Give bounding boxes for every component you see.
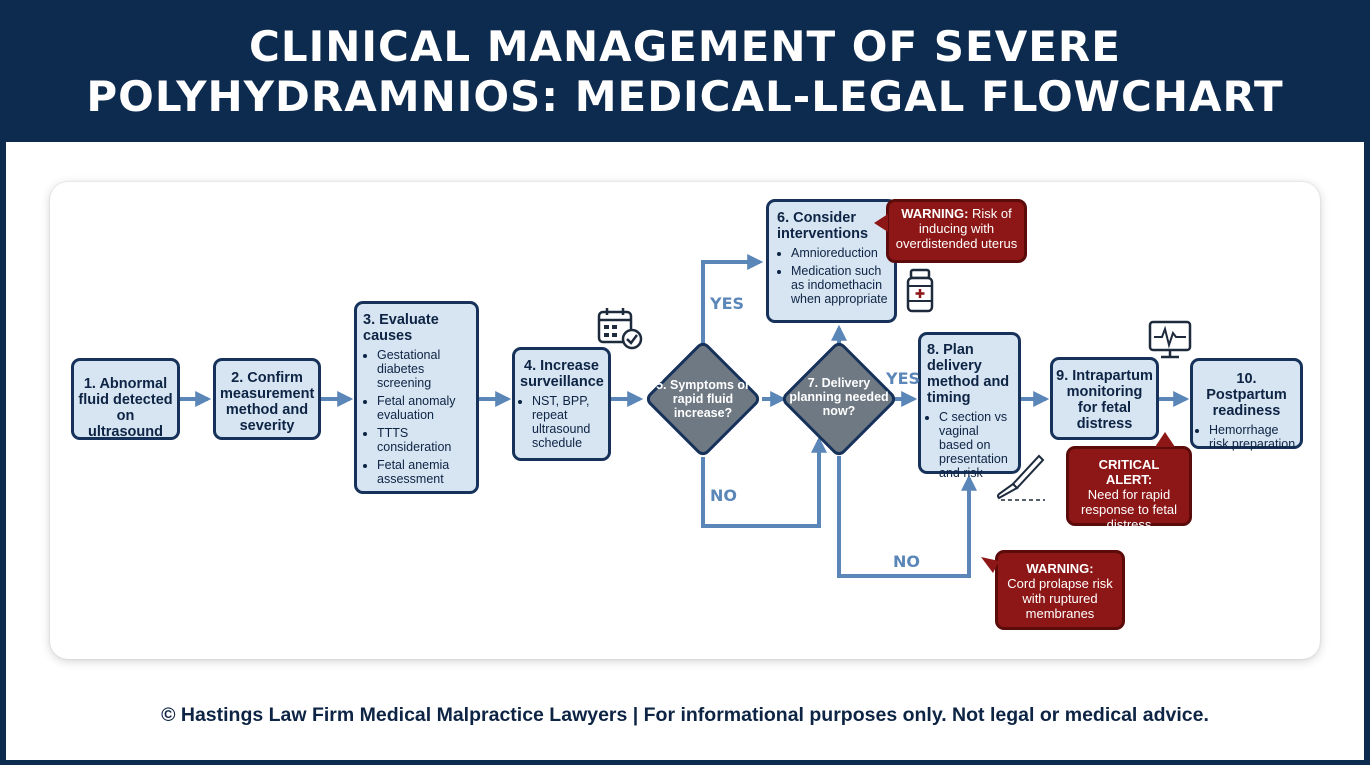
page-title-line-2: POLYHYDRAMNIOS: MEDICAL-LEGAL FLOWCHART <box>86 72 1284 121</box>
step-1-title: 1. Abnormal fluid detected on ultrasound <box>78 376 173 440</box>
heart-monitor-icon <box>1148 320 1192 359</box>
step-10-bullet: Hemorrhage risk preparation <box>1209 423 1296 451</box>
step-3-bullet: Fetal anomaly evaluation <box>377 394 470 422</box>
arrow-5-yes-to-6 <box>701 254 764 345</box>
warning-callout-cord-prolapse: WARNING: Cord prolapse risk with rupture… <box>981 550 1125 630</box>
step-4-title: 4. Increase surveillance <box>520 358 604 390</box>
footer-disclaimer: © Hastings Law Firm Medical Malpractice … <box>161 704 1209 726</box>
step-2-box: 2. Confirm measurement method and severi… <box>213 358 321 440</box>
step-3-bullet: Fetal anemia assessment <box>377 458 470 486</box>
step-6-bullet: Amnioreduction <box>791 246 888 260</box>
no-label-5: NO <box>710 486 737 505</box>
step-10-box: 10. Postpartum readiness Hemorrhage risk… <box>1190 358 1303 451</box>
page-title-line-1: CLINICAL MANAGEMENT OF SEVERE <box>249 22 1121 71</box>
scalpel-icon <box>997 454 1045 501</box>
step-9-title: 9. Intrapartum monitoring for fetal dist… <box>1056 368 1153 432</box>
step-1-box: 1. Abnormal fluid detected on ultrasound <box>71 358 180 440</box>
critical-alert-callout: CRITICAL ALERT: Need for rapid response … <box>1066 432 1192 532</box>
warning-callout-text: Cord prolapse risk with ruptured membran… <box>1007 576 1113 621</box>
warning-callout-heading: WARNING: <box>901 206 969 221</box>
no-label-7: NO <box>893 552 920 571</box>
step-9-box: 9. Intrapartum monitoring for fetal dist… <box>1050 357 1159 440</box>
title-banner: CLINICAL MANAGEMENT OF SEVERE POLYHYDRAM… <box>0 0 1370 142</box>
step-8-title: 8. Plan delivery method and timing <box>927 342 1010 406</box>
step-3-title: 3. Evaluate causes <box>363 312 439 344</box>
step-3-box: 3. Evaluate causes Gestational diabetes … <box>354 301 479 494</box>
step-3-bullet: Gestational diabetes screening <box>377 348 470 390</box>
step-6-title: 6. Consider interventions <box>777 210 869 242</box>
yes-label-5: YES <box>710 294 745 313</box>
warning-callout-induction: WARNING: Risk of inducing with overdiste… <box>874 199 1027 263</box>
step-2-title: 2. Confirm measurement method and severi… <box>220 370 315 434</box>
calendar-check-icon <box>597 308 643 350</box>
step-6-bullet: Medication such as indomethacin when app… <box>791 264 888 306</box>
step-8-box: 8. Plan delivery method and timing C sec… <box>918 332 1021 480</box>
yes-label-7: YES <box>886 369 921 388</box>
warning-callout-text: Risk of inducing with overdistended uter… <box>895 206 1018 251</box>
decision-5-label: 5. Symptoms or rapid fluid increase? <box>656 378 750 420</box>
critical-alert-text: Need for rapid response to fetal distres… <box>1080 487 1178 532</box>
step-3-bullet: TTTS consideration <box>377 426 470 454</box>
arrow-7-no-to-8 <box>837 456 977 578</box>
warning-callout-heading: WARNING: <box>1026 561 1094 576</box>
critical-alert-heading: CRITICAL ALERT: <box>1098 457 1160 487</box>
step-4-bullet: NST, BPP, repeat ultrasound schedule <box>532 394 603 450</box>
step-10-title: 10. Postpartum readiness <box>1206 371 1287 419</box>
arrow-5-no-to-7 <box>701 436 827 528</box>
step-4-box: 4. Increase surveillance NST, BPP, repea… <box>512 347 611 461</box>
medicine-bottle-icon <box>906 268 934 313</box>
decision-7-label: 7. Delivery planning needed now? <box>789 376 889 418</box>
step-8-bullet: C section vs vaginal based on presentati… <box>939 410 1014 480</box>
